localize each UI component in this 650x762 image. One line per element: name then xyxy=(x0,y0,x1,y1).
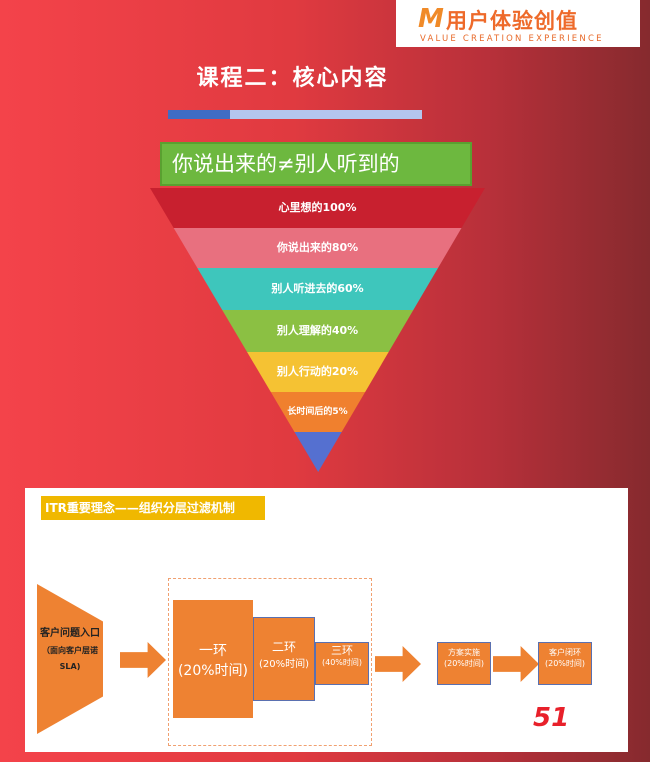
funnel-level: 你说出来的80% xyxy=(150,228,485,268)
watermark: 51 xyxy=(533,703,570,733)
funnel-level: 长时间后的5% xyxy=(150,392,485,432)
close-box: 客户闭环 (20%时间) xyxy=(538,642,592,685)
implement-box: 方案实施 (20%时间) xyxy=(437,642,491,685)
arrow-right-icon xyxy=(375,646,421,682)
entry-sla: SLA) xyxy=(59,662,81,671)
title-underline-bar xyxy=(168,110,422,119)
funnel-level: 心里想的100% xyxy=(150,188,485,228)
itr-diagram-panel: ITR重要理念——组织分层过滤机制 客户问题入口 （面向客户层诺 SLA) 一环… xyxy=(25,488,628,752)
customer-entry-shape: 客户问题入口 （面向客户层诺 SLA) xyxy=(37,584,103,734)
close-title: 客户闭环 xyxy=(549,648,581,657)
logo-name: 用户体验创值 xyxy=(446,9,578,33)
ring1-box: 一环 (20%时间) xyxy=(173,600,253,718)
entry-title: 客户问题入口 xyxy=(40,628,100,639)
ring3-box: 三环 (40%时间) xyxy=(315,642,369,685)
arrow-right-icon xyxy=(120,642,166,678)
close-time: (20%时间) xyxy=(544,659,586,668)
arrow-right-icon xyxy=(493,646,539,682)
ring3-title: 三环 xyxy=(331,644,353,657)
funnel-level: 别人理解的40% xyxy=(150,310,485,352)
page-title: 课程二：核心内容 xyxy=(196,66,389,91)
logo: M 用户体验创值 VALUE CREATION EXPERIENCE xyxy=(396,0,640,47)
funnel-level xyxy=(150,432,485,472)
ring2-box: 二环 (20%时间) xyxy=(253,617,315,701)
implement-time: (20%时间) xyxy=(443,659,485,668)
communication-funnel: 心里想的100%你说出来的80%别人听进去的60%别人理解的40%别人行动的20… xyxy=(150,188,485,472)
ring2-time: (20%时间) xyxy=(258,659,310,670)
entry-sub: （面向客户层诺 xyxy=(42,646,98,655)
banner-heading: 你说出来的≠别人听到的 xyxy=(160,142,472,186)
filter-group-box xyxy=(168,578,372,746)
ring2-title: 二环 xyxy=(271,640,296,654)
diagram-header: ITR重要理念——组织分层过滤机制 xyxy=(41,496,265,520)
implement-title: 方案实施 xyxy=(448,648,480,657)
ring1-title: 一环 xyxy=(199,643,227,659)
ring3-time: (40%时间) xyxy=(321,658,363,667)
funnel-level: 别人听进去的60% xyxy=(150,268,485,310)
logo-mark: M xyxy=(418,4,444,34)
logo-tagline: VALUE CREATION EXPERIENCE xyxy=(420,34,604,44)
funnel-level: 别人行动的20% xyxy=(150,352,485,392)
ring1-time: (20%时间) xyxy=(177,663,249,679)
